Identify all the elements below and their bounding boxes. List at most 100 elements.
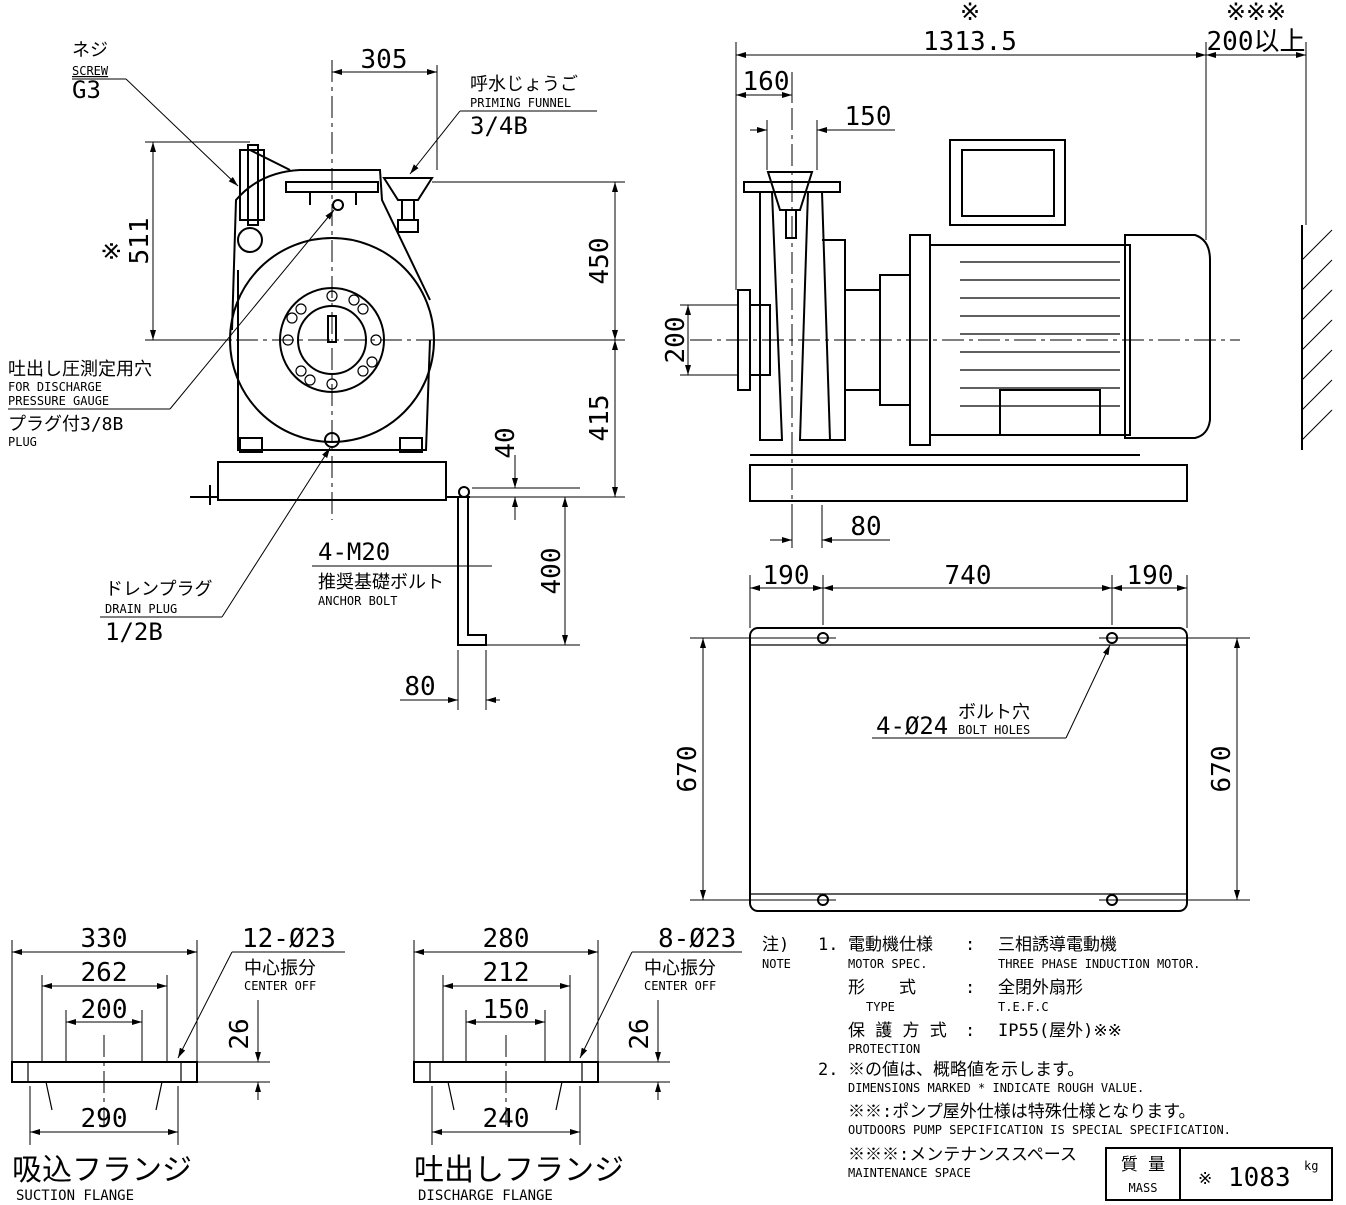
dim-305: 305 (361, 45, 408, 75)
gauge-label-en1: FOR DISCHARGE (8, 380, 102, 394)
discharge-pcd: 212 (483, 958, 530, 988)
plan-dimensions: 190 740 190 670 670 4-Ø24 ボルト穴 BOLT HOLE… (673, 561, 1250, 901)
note-2-number: 2. (818, 1060, 838, 1080)
dim-40: 40 (491, 427, 521, 458)
outdoor-spec-jp: ※※:ポンプ屋外仕様は特殊仕様となります。 (848, 1102, 1196, 1122)
mass-label-en: MASS (1129, 1181, 1158, 1195)
protection-jp: 保 護 方 式 (848, 1021, 947, 1041)
suction-flange-detail: 330 262 200 12-Ø23 中心振分 CENTER OFF 26 29… (11, 924, 345, 1204)
screw-label-en: SCREW (72, 64, 109, 78)
holes-label-jp: ボルト穴 (958, 702, 1030, 723)
drain-size: 1/2B (105, 618, 163, 646)
dim-200-mark: ※※※ (1226, 0, 1286, 26)
discharge-thickness: 26 (625, 1018, 655, 1049)
dim-511-mark: ※ (98, 241, 126, 261)
suction-outer: 330 (81, 924, 128, 954)
discharge-flange-detail: 280 212 150 8-Ø23 中心振分 CENTER OFF 26 240… (413, 924, 742, 1204)
maintenance-en: MAINTENANCE SPACE (848, 1166, 971, 1180)
motor-spec-en: MOTOR SPEC. (848, 957, 927, 971)
dim-1313-mark: ※ (960, 0, 980, 26)
mass-value: 1083 (1228, 1163, 1291, 1193)
note-head-en: NOTE (762, 957, 791, 971)
suction-thickness: 26 (225, 1018, 255, 1049)
note-head-jp: 注) (762, 935, 789, 955)
motor-spec-value-jp: 三相誘導電動機 (998, 935, 1117, 955)
protection-value: IP55(屋外)※※ (998, 1021, 1122, 1041)
dim-80-bolt: 80 (404, 672, 435, 702)
plug-label-en: PLUG (8, 435, 37, 449)
mass-label-jp: 質 量 (1121, 1155, 1165, 1175)
plug-label-jp: プラグ付3/8B (8, 414, 123, 435)
suction-center-off-en: CENTER OFF (244, 979, 316, 993)
protection-en: PROTECTION (848, 1042, 920, 1056)
dim-200-side: 200 (661, 317, 691, 364)
drain-label-jp: ドレンプラグ (105, 579, 212, 600)
anchor-size: 4-M20 (318, 538, 390, 566)
maintenance-jp: ※※※:メンテナンススペース (848, 1145, 1077, 1165)
dim-190-left: 190 (763, 561, 810, 591)
suction-holes: 12-Ø23 (242, 924, 336, 954)
dim-200-maint: 200以上 (1207, 27, 1306, 57)
dim-190-right: 190 (1127, 561, 1174, 591)
motor-spec-colon: : (965, 935, 975, 955)
suction-title-en: SUCTION FLANGE (16, 1188, 134, 1204)
mass-table: 質 量 MASS ※ 1083 kg (1105, 1147, 1333, 1201)
type-jp: 形 式 (848, 978, 916, 998)
holes-label-en: BOLT HOLES (958, 723, 1030, 737)
dim-670-right: 670 (1207, 746, 1237, 793)
discharge-face: 240 (483, 1104, 530, 1134)
plan-view (749, 627, 1188, 912)
front-view (190, 60, 487, 646)
discharge-outer: 280 (483, 924, 530, 954)
suction-face: 290 (81, 1104, 128, 1134)
note-1-number: 1. (818, 935, 838, 955)
discharge-center-off-en: CENTER OFF (644, 979, 716, 993)
motor-spec-value-en: THREE PHASE INDUCTION MOTOR. (998, 957, 1200, 971)
front-callouts: ネジ SCREW G3 呼水じょうご PRIMING FUNNEL 3/4B 吐… (8, 40, 597, 646)
discharge-center-off-jp: 中心振分 (644, 958, 716, 979)
motor-spec-jp: 電動機仕様 (848, 935, 933, 955)
side-dimensions: ※ 1313.5 ※※※ 200以上 160 150 200 80 (661, 0, 1307, 548)
screw-size: G3 (72, 76, 101, 104)
drain-label-en: DRAIN PLUG (105, 602, 177, 616)
suction-pcd: 262 (81, 958, 128, 988)
anchor-label-en: ANCHOR BOLT (318, 594, 397, 608)
anchor-label-jp: 推奨基礎ボルト (318, 572, 444, 593)
funnel-label-en: PRIMING FUNNEL (470, 96, 571, 110)
front-dimensions: 305 511 ※ 450 415 40 400 80 (98, 45, 625, 710)
side-view (690, 72, 1333, 545)
suction-center-off-jp: 中心振分 (244, 958, 316, 979)
discharge-holes: 8-Ø23 (658, 924, 736, 954)
discharge-bore: 150 (483, 995, 530, 1025)
dim-670-left: 670 (673, 746, 703, 793)
gauge-label-en2: PRESSURE GAUGE (8, 394, 109, 408)
dim-160: 160 (743, 67, 790, 97)
funnel-size: 3/4B (470, 112, 528, 140)
type-en: TYPE (866, 1000, 895, 1014)
type-value-en: T.E.F.C (998, 1000, 1049, 1014)
discharge-title-en: DISCHARGE FLANGE (418, 1188, 553, 1204)
notes-block: 注) NOTE 1. 電動機仕様 MOTOR SPEC. : 三相誘導電動機 T… (762, 935, 1231, 1180)
dim-400: 400 (537, 548, 567, 595)
dim-450: 450 (585, 238, 615, 285)
outdoor-spec-en: OUTDOORS PUMP SEPCIFICATION IS SPECIAL S… (848, 1123, 1231, 1137)
funnel-label-jp: 呼水じょうご (470, 74, 578, 95)
suction-bore: 200 (81, 995, 128, 1025)
dim-511: 511 (125, 218, 155, 265)
rough-value-jp: ※の値は、概略値を示します。 (848, 1060, 1084, 1080)
type-colon: : (965, 978, 975, 998)
dim-740: 740 (945, 561, 992, 591)
mass-mark: ※ (1198, 1169, 1212, 1189)
rough-value-en: DIMENSIONS MARKED * INDICATE ROUGH VALUE… (848, 1081, 1144, 1095)
dim-415: 415 (585, 395, 615, 442)
holes-size: 4-Ø24 (876, 712, 948, 740)
protection-colon: : (965, 1021, 975, 1041)
suction-title-jp: 吸込フランジ (12, 1153, 192, 1188)
type-value-jp: 全閉外扇形 (998, 978, 1083, 998)
dim-150: 150 (845, 102, 892, 132)
dim-80-side: 80 (850, 512, 881, 542)
gauge-label-jp: 吐出し圧測定用穴 (8, 359, 152, 380)
dim-1313: 1313.5 (923, 27, 1017, 57)
screw-label-jp: ネジ (72, 40, 108, 61)
